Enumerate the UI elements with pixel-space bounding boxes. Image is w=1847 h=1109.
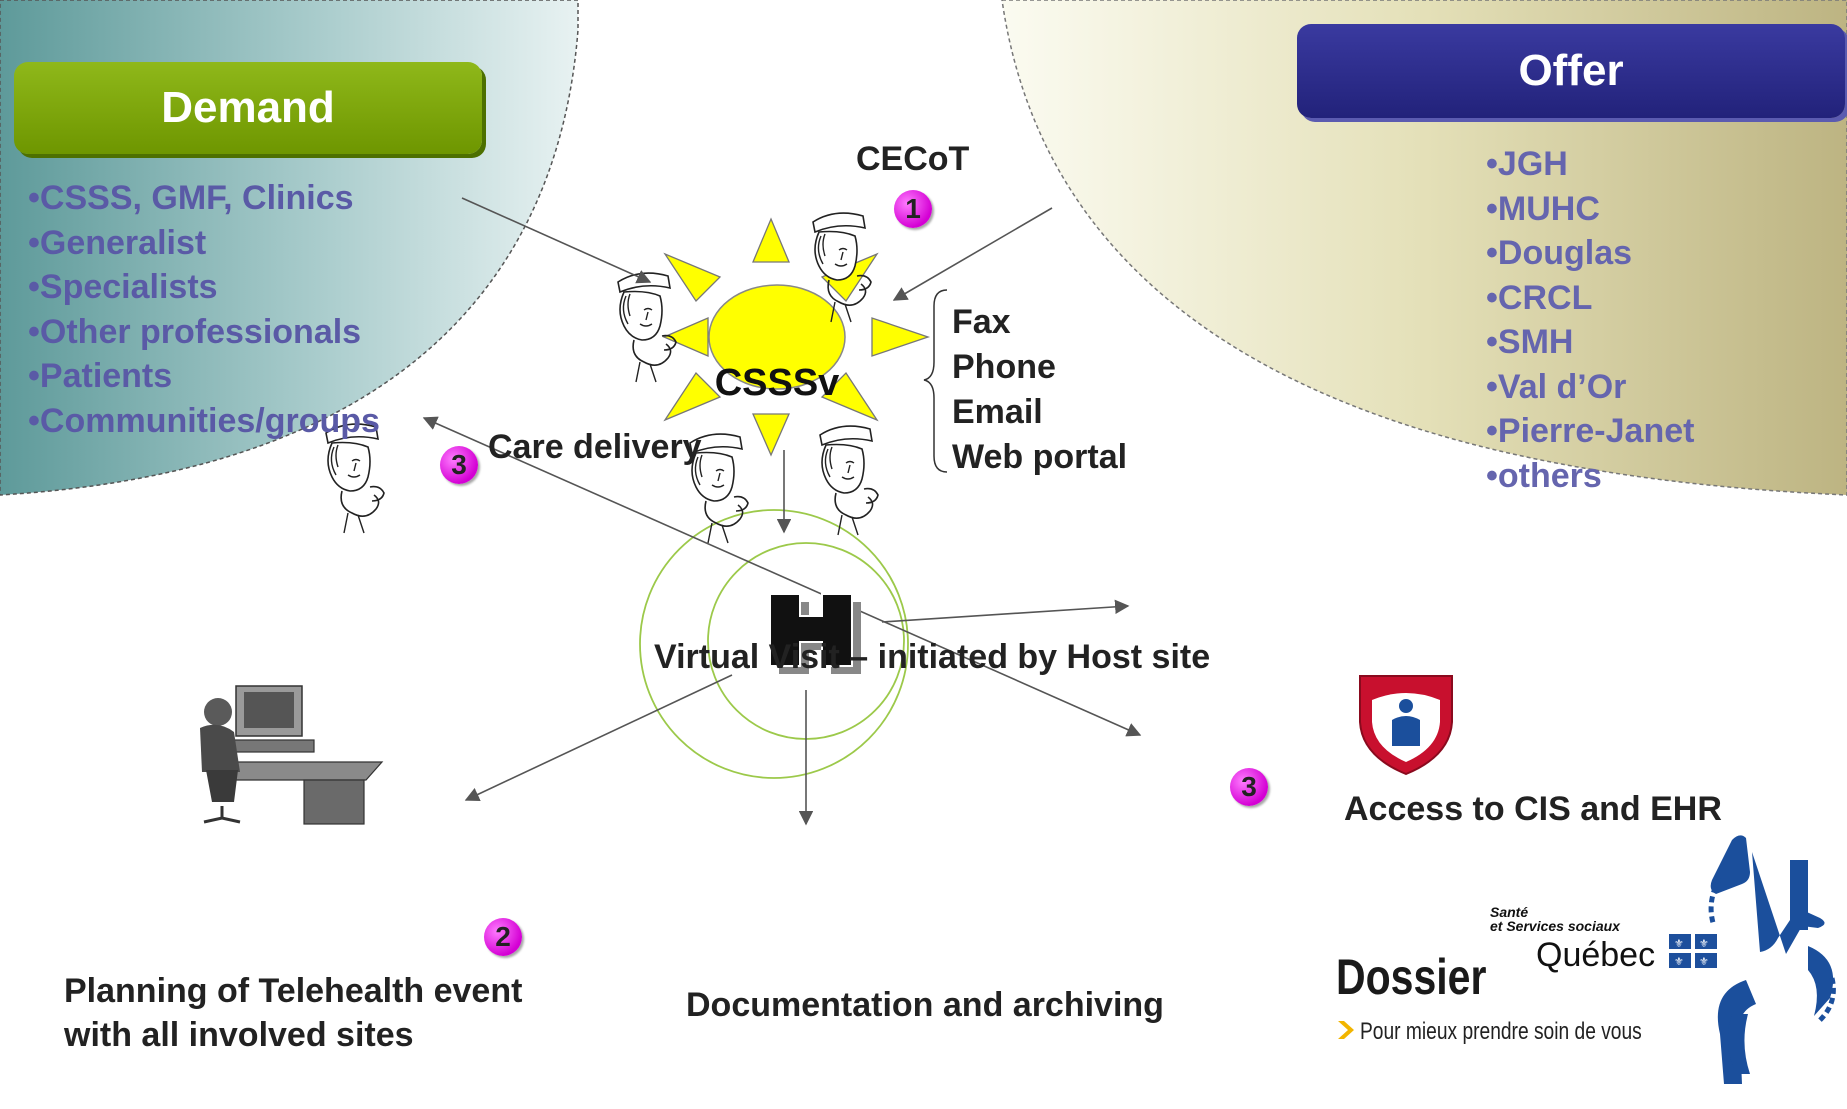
logo-quebec-text: Québec	[1536, 936, 1656, 974]
offer-list: •JGH •MUHC •Douglas •CRCL •SMH •Val d’Or…	[1486, 142, 1694, 498]
nurse-icon-bottom-right	[819, 425, 879, 536]
arrow-demand-to-hub	[461, 197, 652, 284]
offer-item: •MUHC	[1486, 189, 1600, 228]
offer-item: •Val d’Or	[1486, 367, 1627, 406]
cecot-label: CECoT	[856, 140, 970, 178]
arrow-to-planning	[464, 674, 733, 802]
demand-title: Demand	[14, 62, 482, 154]
channel-brace	[923, 289, 948, 473]
offer-region	[1001, 0, 1847, 496]
access-label: Access to CIS and EHR	[1344, 790, 1722, 828]
tagline-chevron-icon	[1338, 1021, 1354, 1039]
planning-label-line2: with all involved sites	[64, 1016, 414, 1054]
dossier-arrows-icon	[1708, 835, 1836, 1084]
step-badge-2: 2	[484, 918, 522, 956]
logo-tagline-text: Pour mieux prendre soin de vous	[1360, 1018, 1642, 1045]
offer-item: •CRCL	[1486, 278, 1593, 317]
logo-sante-text: Santé	[1490, 904, 1529, 920]
channel-item: Phone	[952, 348, 1056, 386]
svg-text:⚜: ⚜	[1699, 955, 1709, 968]
step-badge-3-access: 3	[1230, 768, 1268, 806]
offer-item: •Douglas	[1486, 234, 1633, 272]
offer-item: •Pierre-Janet	[1486, 412, 1695, 450]
step-badge-1: 1	[894, 190, 932, 228]
arrow-offer-to-hub	[892, 207, 1053, 301]
arrow-to-access	[881, 599, 1130, 623]
hospital-h-icon	[769, 593, 861, 674]
logo-dossier-text: Dossier	[1336, 949, 1487, 1005]
hub-center-label: CSSSv	[714, 362, 840, 404]
demand-item: •Communities/groups	[28, 401, 380, 440]
documentation-label: Documentation and archiving	[686, 986, 1164, 1024]
channel-item: Email	[952, 393, 1043, 431]
quebec-flag-icon: ⚜ ⚜ ⚜ ⚜	[1669, 934, 1717, 968]
demand-item: •Generalist	[28, 223, 207, 262]
demand-item: •Specialists	[28, 268, 218, 306]
shield-logo-icon	[1359, 675, 1453, 776]
virtual-visit-label: Virtual Visit – initiated by Host site	[654, 638, 1211, 676]
offer-item: •JGH	[1486, 145, 1568, 183]
demand-item: •Other professionals	[28, 312, 362, 351]
svg-text:⚜: ⚜	[1699, 937, 1709, 950]
demand-item: •CSSS, GMF, Clinics	[28, 179, 354, 217]
step-badge-3-care: 3	[440, 446, 478, 484]
offer-title: Offer	[1297, 24, 1845, 118]
channel-item: Web portal	[952, 438, 1128, 476]
care-delivery-label: Care delivery	[488, 428, 702, 466]
computer-user-icon	[200, 685, 384, 825]
demand-list: •CSSS, GMF, Clinics •Generalist •Special…	[28, 176, 380, 443]
channel-item: Fax	[952, 303, 1011, 341]
demand-item: •Patients	[28, 357, 173, 395]
arrow-care-delivery	[422, 416, 1142, 737]
planning-label-line1: Planning of Telehealth event	[64, 972, 523, 1010]
nurse-icon-left	[617, 272, 677, 383]
sun-core	[708, 284, 846, 390]
channel-list: Fax Phone Email Web portal	[952, 300, 1127, 480]
offer-item: •SMH	[1486, 323, 1574, 361]
svg-text:⚜: ⚜	[1674, 955, 1684, 968]
sun-rays	[662, 217, 931, 457]
svg-text:⚜: ⚜	[1674, 937, 1684, 950]
logo-services-text: et Services sociaux	[1490, 918, 1620, 934]
offer-item: •others	[1486, 456, 1602, 495]
